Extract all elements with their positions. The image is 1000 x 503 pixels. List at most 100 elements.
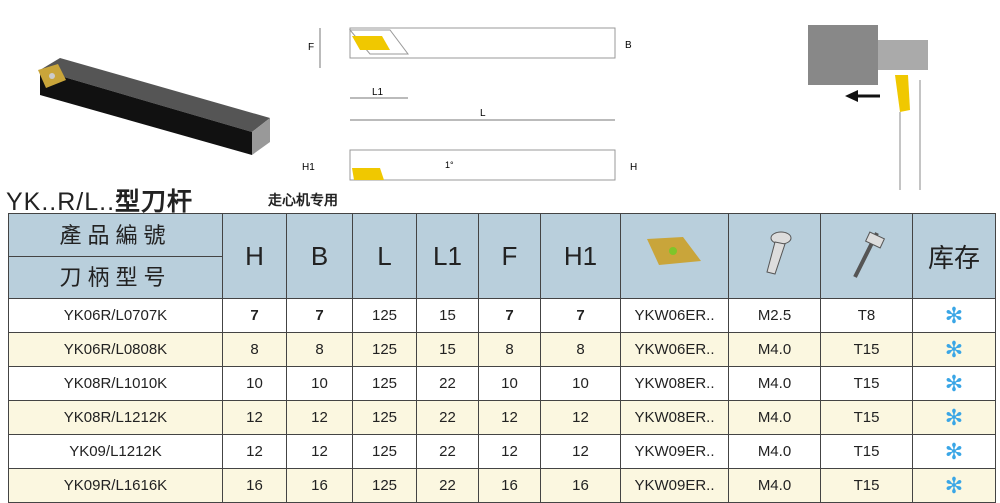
label-l: L [480,108,486,119]
cell-wrench: T15 [820,400,913,435]
machining-diagram [808,25,928,190]
cell-h: 8 [222,332,287,367]
cell-insert: YKW06ER.. [620,298,729,333]
header-b: B [286,213,353,299]
header-l: L [352,213,417,299]
cell-insert: YKW09ER.. [620,468,729,503]
cell-f: 7 [478,298,541,333]
header-h: H [222,213,287,299]
cell-model: YK09/L1212K [8,434,223,469]
label-f: F [308,42,314,53]
header-product-no: 產品編號刀柄型号 [8,213,223,299]
cell-stock: ✻ [912,298,996,333]
cell-screw: M4.0 [728,434,821,469]
header-insert [620,213,729,299]
cell-l1: 22 [416,468,479,503]
cell-b: 16 [286,468,353,503]
cell-screw: M4.0 [728,400,821,435]
insert-icon [646,236,701,265]
cell-b: 12 [286,400,353,435]
cell-l1: 15 [416,332,479,367]
wrench-icon [852,231,885,278]
cell-l: 125 [352,434,417,469]
tool-holder-3d-image [38,58,270,155]
cell-h: 16 [222,468,287,503]
header-stock: 库存 [912,213,996,299]
cell-screw: M2.5 [728,298,821,333]
cell-l1: 15 [416,298,479,333]
label-h: H [630,162,637,173]
cell-wrench: T15 [820,434,913,469]
cell-h1: 16 [540,468,621,503]
cell-h: 10 [222,366,287,401]
cell-h1: 8 [540,332,621,367]
label-h1: H1 [302,162,315,173]
dimension-drawing: F B L1 L H1 H 1° [302,27,637,181]
cell-screw: M4.0 [728,468,821,503]
cell-model: YK06R/L0707K [8,298,223,333]
cell-l1: 22 [416,434,479,469]
page-title: YK..R/L..型刀杆 [6,188,194,216]
cell-stock: ✻ [912,434,996,469]
cell-stock: ✻ [912,400,996,435]
cell-stock: ✻ [912,468,996,503]
feed-arrow-icon [845,90,858,102]
cell-l1: 22 [416,400,479,435]
cell-screw: M4.0 [728,332,821,367]
page-subtitle: 走心机专用 [268,192,338,208]
cell-wrench: T15 [820,332,913,367]
label-b: B [625,40,632,51]
label-angle: 1° [445,160,454,170]
table-header: 產品編號刀柄型号 H B L L1 F H1 库存 [8,213,996,299]
cell-l: 125 [352,332,417,367]
cell-f: 12 [478,434,541,469]
cell-wrench: T15 [820,468,913,503]
cell-l: 125 [352,366,417,401]
cell-l: 125 [352,298,417,333]
cell-f: 12 [478,400,541,435]
cell-model: YK09R/L1616K [8,468,223,503]
cell-model: YK06R/L0808K [8,332,223,367]
cell-f: 16 [478,468,541,503]
cell-h1: 12 [540,434,621,469]
cell-h1: 7 [540,298,621,333]
cell-model: YK08R/L1212K [8,400,223,435]
header-h1: H1 [540,213,621,299]
cell-f: 10 [478,366,541,401]
cell-model: YK08R/L1010K [8,366,223,401]
cell-l: 125 [352,400,417,435]
cell-stock: ✻ [912,332,996,367]
screw-icon [765,231,791,275]
cell-wrench: T15 [820,366,913,401]
cell-l1: 22 [416,366,479,401]
cell-wrench: T8 [820,298,913,333]
cell-h1: 10 [540,366,621,401]
cell-b: 8 [286,332,353,367]
cell-h: 12 [222,434,287,469]
cell-h: 12 [222,400,287,435]
cell-b: 10 [286,366,353,401]
cell-screw: M4.0 [728,366,821,401]
cell-insert: YKW08ER.. [620,366,729,401]
cell-l: 125 [352,468,417,503]
header-screw [728,213,821,299]
cell-insert: YKW09ER.. [620,434,729,469]
header-f: F [478,213,541,299]
cell-insert: YKW08ER.. [620,400,729,435]
cell-f: 8 [478,332,541,367]
cell-b: 7 [286,298,353,333]
cell-b: 12 [286,434,353,469]
cell-h: 7 [222,298,287,333]
cell-insert: YKW06ER.. [620,332,729,367]
cell-h1: 12 [540,400,621,435]
header-l1: L1 [416,213,479,299]
header-wrench [820,213,913,299]
cell-stock: ✻ [912,366,996,401]
